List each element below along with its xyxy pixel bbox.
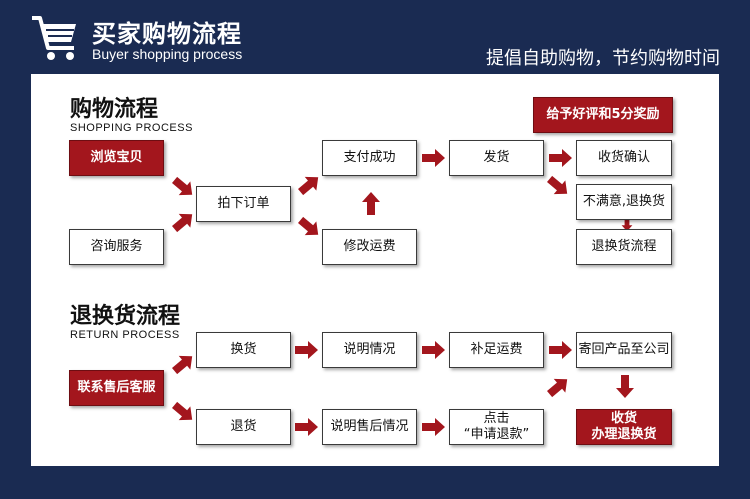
arrow-sendback-receive	[616, 375, 634, 398]
refund-box: 退货	[196, 409, 291, 445]
arrow-addfee-sendback	[549, 341, 572, 359]
explain-box: 说明情况	[322, 332, 417, 368]
modify-fee-box: 修改运费	[322, 229, 417, 265]
arrow-ship-unsatisfied	[543, 172, 573, 201]
arrow-consult-order	[168, 207, 198, 236]
click-refund-line2: “申请退款”	[463, 427, 530, 442]
arrow-modify-pay	[362, 192, 380, 215]
arrow-contact-refund	[168, 398, 198, 427]
arrow-refund-explainafter	[295, 418, 318, 436]
returns-subtitle: RETURN PROCESS	[70, 329, 180, 341]
arrow-ship-confirm	[549, 149, 572, 167]
browse-box: 浏览宝贝	[69, 140, 164, 176]
arrow-contact-exchange	[168, 349, 198, 378]
click-refund-line1: 点击	[483, 411, 510, 426]
arrow-explain-addfee	[422, 341, 445, 359]
explain-after-box: 说明售后情况	[322, 409, 417, 445]
order-box: 拍下订单	[196, 186, 291, 222]
shopping-subtitle: SHOPPING PROCESS	[70, 122, 193, 134]
return-process-box: 退换货流程	[576, 229, 672, 265]
flow-panel: 购物流程 SHOPPING PROCESS 浏览宝贝 咨询服务 拍下订单 支付成…	[31, 74, 719, 466]
returns-title: 退换货流程	[70, 304, 181, 329]
receive-line1: 收货	[610, 411, 637, 426]
shopping-title: 购物流程	[70, 97, 159, 122]
header-subtitle: Buyer shopping process	[92, 46, 243, 62]
receive-line2: 办理退换货	[591, 427, 657, 442]
header-title: 买家购物流程	[92, 20, 242, 48]
header-slogan: 提倡自助购物，节约购物时间	[486, 48, 720, 69]
unsatisfied-box: 不满意,退换货	[576, 184, 672, 220]
shopping-cart-icon	[32, 16, 76, 60]
exchange-box: 换货	[196, 332, 291, 368]
confirm-box: 收货确认	[576, 140, 672, 176]
arrow-browse-order	[168, 173, 198, 202]
click-refund-box: 点击 “申请退款”	[449, 409, 544, 445]
arrow-explainafter-click	[422, 418, 445, 436]
arrow-pay-ship	[422, 149, 445, 167]
contact-service-box: 联系售后客服	[69, 370, 164, 406]
receive-box: 收货 办理退换货	[576, 409, 672, 445]
add-fee-box: 补足运费	[449, 332, 544, 368]
pay-box: 支付成功	[322, 140, 417, 176]
arrow-order-pay	[294, 170, 324, 199]
consult-box: 咨询服务	[69, 229, 164, 265]
arrow-order-modify	[294, 213, 324, 242]
arrow-exchange-explain	[295, 341, 318, 359]
reward-box: 给予好评和5分奖励	[533, 97, 673, 133]
arrow-click-sendback	[543, 372, 573, 401]
ship-box: 发货	[449, 140, 544, 176]
send-back-box: 寄回产品至公司	[576, 332, 672, 368]
